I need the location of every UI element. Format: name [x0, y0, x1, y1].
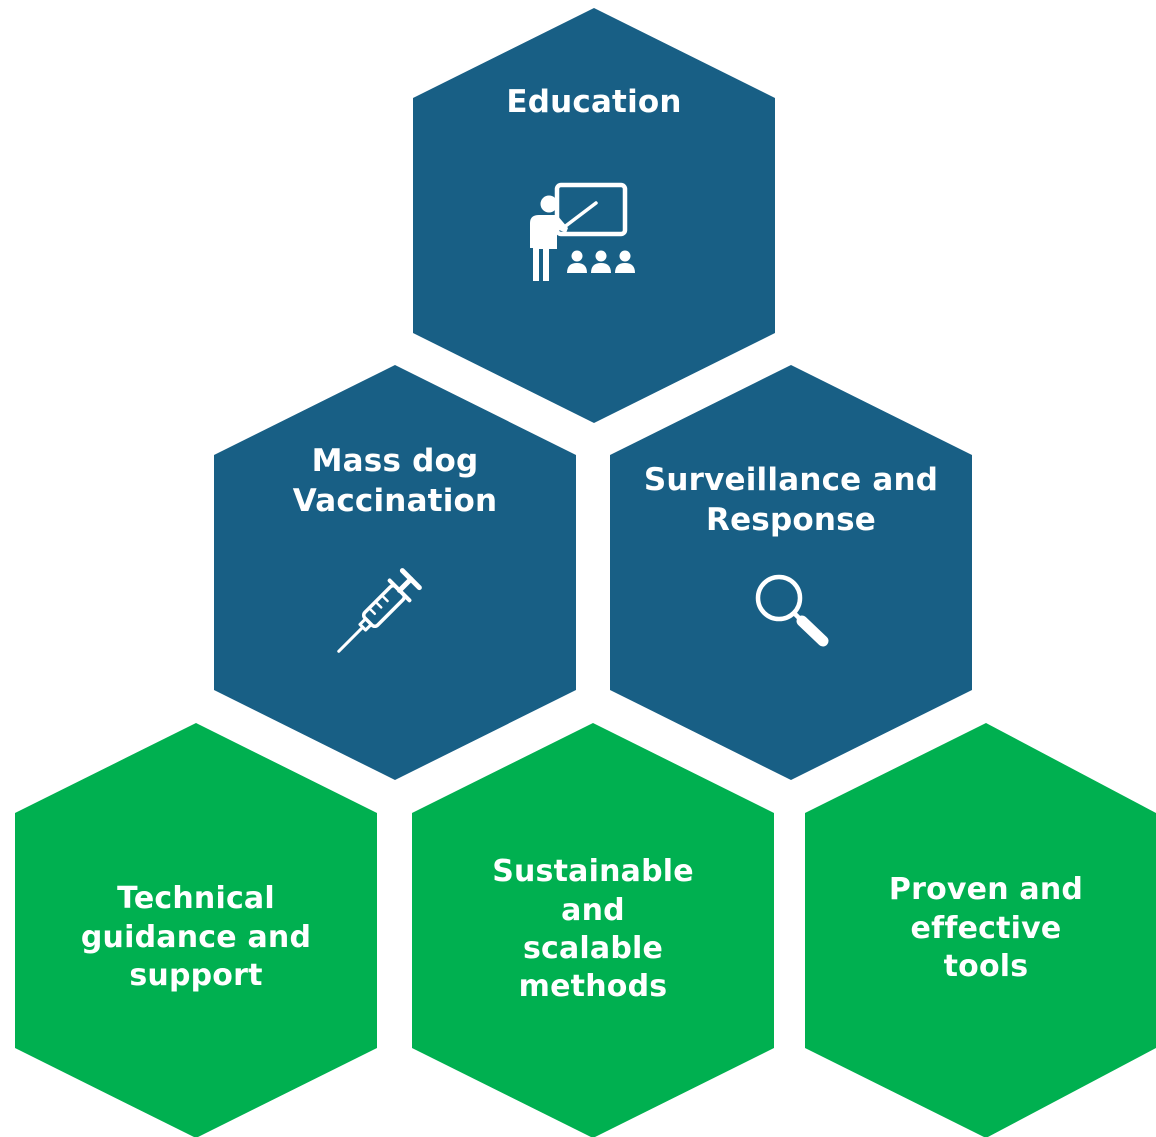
sustainable-label-line-3: scalable	[522, 931, 664, 966]
syringe-icon	[337, 568, 422, 653]
hexagon-surveillance-response	[610, 365, 972, 780]
sustainable-label-line-1: Sustainable	[492, 854, 694, 890]
education-label: Education	[413, 78, 775, 128]
proven-label-line-3: tools	[943, 949, 1029, 985]
education-label-line-1: Education	[506, 84, 682, 121]
magnifier-icon	[755, 574, 829, 647]
surveillance-label-line-2: Response	[706, 502, 876, 538]
proven-label-line-2: effective	[910, 910, 1062, 946]
sustainable-label-line-2: and	[561, 892, 625, 928]
technical-label-line-2: guidance and	[80, 919, 312, 955]
mass-dog-vaccination-label: Mass dog Vaccination	[214, 438, 576, 526]
sustainable-methods-label: Sustainable and scalable methods	[412, 842, 774, 1018]
vaccination-label-line-2: Vaccination	[292, 483, 498, 519]
hexagon-education	[413, 8, 775, 423]
technical-label-line-3: support	[129, 958, 263, 994]
sustainable-label-line-4: methods	[518, 969, 668, 1005]
technical-label-line-1: Technical	[117, 881, 275, 917]
hexagon-technical-guidance	[15, 723, 377, 1137]
surveillance-label-line-1: Surveillance and	[643, 462, 939, 499]
hexagon-sustainable-methods	[412, 723, 774, 1137]
teacher-presentation-icon	[530, 182, 635, 281]
proven-label-line-1: Proven and	[888, 872, 1084, 908]
technical-guidance-label: Technical guidance and support	[15, 872, 377, 1004]
surveillance-response-label: Surveillance and Response	[600, 457, 982, 545]
hexagon-mass-dog-vaccination	[214, 365, 576, 780]
hexagon-proven-tools	[805, 723, 1156, 1137]
vaccination-label-line-1: Mass dog	[311, 443, 479, 480]
proven-tools-label: Proven and effective tools	[805, 863, 1156, 995]
